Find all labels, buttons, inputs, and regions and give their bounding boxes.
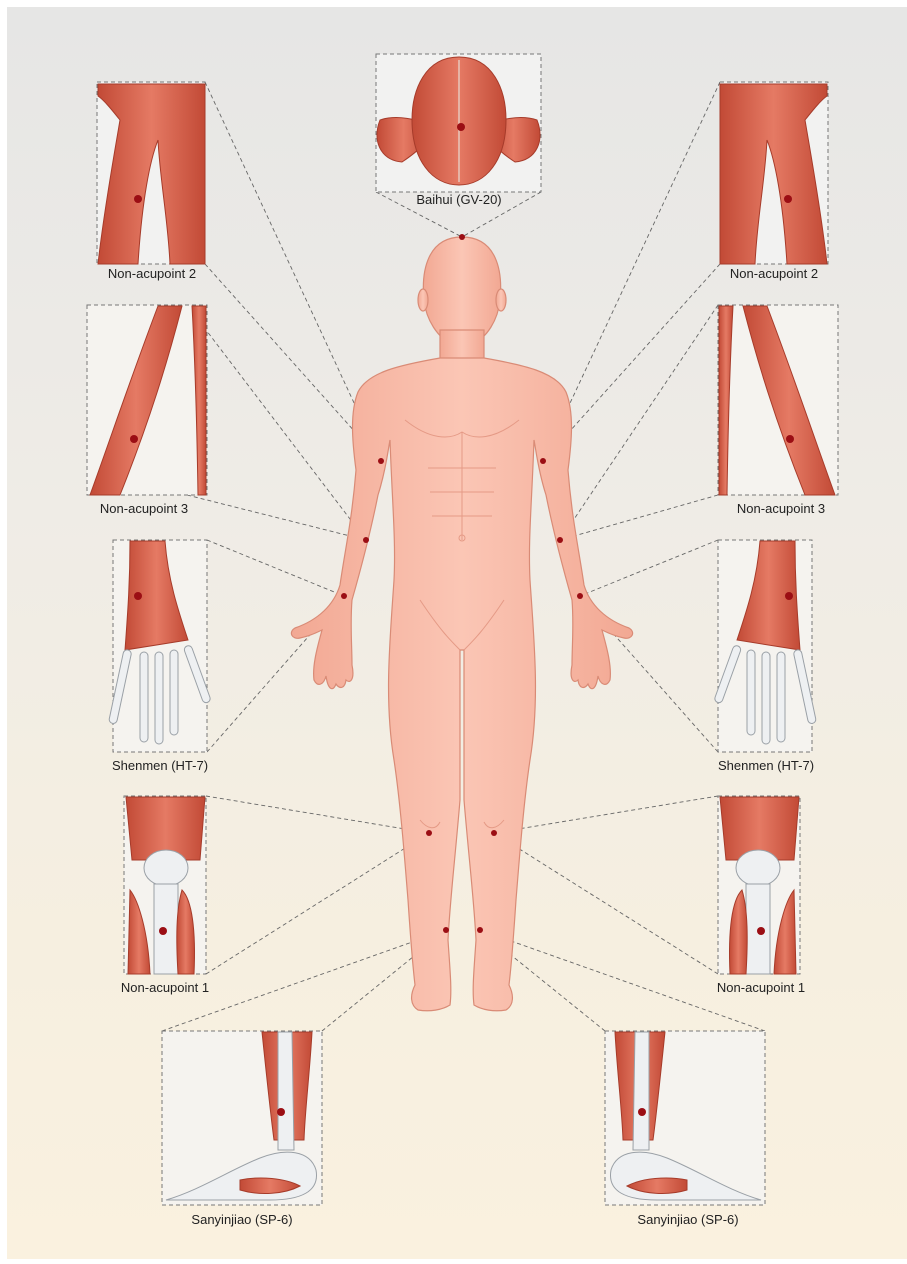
inset-baihui <box>376 54 541 192</box>
inset-shenmen-left <box>108 540 211 752</box>
point-sp6-right-body <box>477 927 483 933</box>
point-non2-left-body <box>378 458 384 464</box>
point-sp6-left-inset <box>277 1108 285 1116</box>
label-shenmen-right: Shenmen (HT-7) <box>718 758 814 773</box>
human-body-figure <box>291 237 632 1011</box>
label-non-acupoint-1-left: Non-acupoint 1 <box>121 980 209 995</box>
point-non1-left-body <box>426 830 432 836</box>
label-baihui: Baihui (GV-20) <box>416 192 501 207</box>
inset-sanyinjiao-left <box>162 1031 322 1205</box>
inset-non-acupoint-2-right <box>720 82 828 264</box>
point-baihui-inset <box>457 123 465 131</box>
point-shenmen-right-inset <box>785 592 793 600</box>
point-baihui-body <box>459 234 465 240</box>
inset-sanyinjiao-right <box>605 1031 765 1205</box>
point-non2-right-inset <box>784 195 792 203</box>
point-sp6-left-body <box>443 927 449 933</box>
point-non3-left-inset <box>130 435 138 443</box>
point-non1-right-body <box>491 830 497 836</box>
point-non3-left-body <box>363 537 369 543</box>
diagram-canvas: Baihui (GV-20) Non-acupoint 2 Non-acupoi… <box>7 7 907 1259</box>
point-sp6-right-inset <box>638 1108 646 1116</box>
label-shenmen-left: Shenmen (HT-7) <box>112 758 208 773</box>
point-shenmen-right-body <box>577 593 583 599</box>
point-non2-right-body <box>540 458 546 464</box>
inset-non-acupoint-3-right <box>718 305 838 495</box>
label-non-acupoint-3-left: Non-acupoint 3 <box>100 501 188 516</box>
label-non-acupoint-2-left: Non-acupoint 2 <box>108 266 196 281</box>
inset-shenmen-right <box>714 540 817 752</box>
label-sanyinjiao-right: Sanyinjiao (SP-6) <box>637 1212 738 1227</box>
point-non1-left-inset <box>159 927 167 935</box>
label-sanyinjiao-left: Sanyinjiao (SP-6) <box>191 1212 292 1227</box>
point-non1-right-inset <box>757 927 765 935</box>
label-non-acupoint-1-right: Non-acupoint 1 <box>717 980 805 995</box>
inset-non-acupoint-3-left <box>87 305 207 495</box>
label-non-acupoint-3-right: Non-acupoint 3 <box>737 501 825 516</box>
point-non3-right-body <box>557 537 563 543</box>
point-non2-left-inset <box>134 195 142 203</box>
point-shenmen-left-inset <box>134 592 142 600</box>
point-shenmen-left-body <box>341 593 347 599</box>
inset-non-acupoint-1-left <box>124 796 206 974</box>
inset-non-acupoint-1-right <box>718 796 800 974</box>
inset-non-acupoint-2-left <box>97 82 205 264</box>
point-non3-right-inset <box>786 435 794 443</box>
label-non-acupoint-2-right: Non-acupoint 2 <box>730 266 818 281</box>
